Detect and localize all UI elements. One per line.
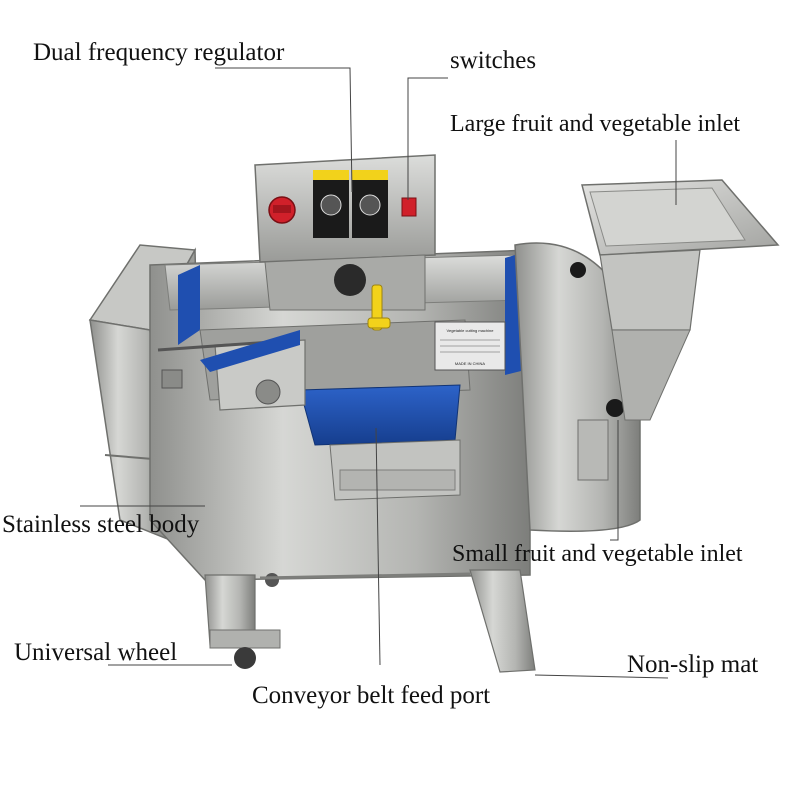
- legs-and-wheels: [204, 569, 536, 673]
- label-dual-frequency-regulator: Dual frequency regulator: [33, 39, 285, 66]
- label-non-slip-mat: Non-slip mat: [627, 651, 759, 678]
- nameplate-brand: Vegetable cutting machine: [447, 328, 495, 333]
- leader-lines: [80, 67, 677, 679]
- label-switches: switches: [450, 47, 537, 74]
- label-large-inlet: Large fruit and vegetable inlet: [450, 111, 741, 137]
- nameplate: Vegetable cutting machine MADE IN CHINA: [434, 321, 506, 371]
- conveyor-belt: [157, 319, 471, 501]
- large-hopper: [581, 179, 780, 421]
- label-conveyor-feed-port: Conveyor belt feed port: [252, 682, 491, 709]
- label-small-inlet: Small fruit and vegetable inlet: [452, 541, 743, 567]
- label-stainless-body: Stainless steel body: [2, 511, 200, 538]
- control-box: [254, 154, 436, 331]
- label-universal-wheel: Universal wheel: [14, 639, 178, 666]
- cutter-housing: [514, 242, 641, 532]
- nameplate-footer: MADE IN CHINA: [455, 361, 486, 366]
